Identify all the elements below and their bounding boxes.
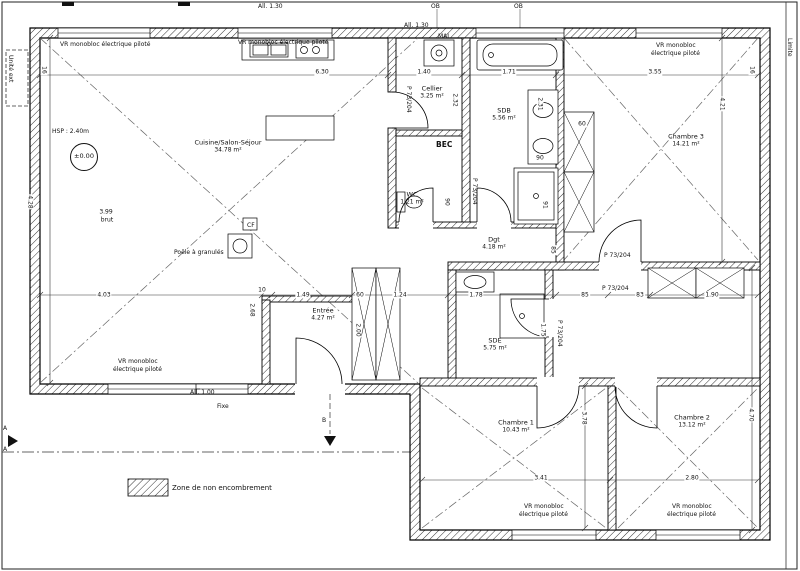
dim-label: 4.03: [96, 291, 112, 299]
dim-label: 2.80: [684, 474, 700, 482]
dim-label: 85: [580, 291, 590, 299]
dim-label: 60: [577, 120, 587, 128]
property-lines: [2, 2, 787, 569]
vr-note: électrique piloté: [113, 366, 162, 373]
fixtures: [227, 39, 564, 339]
flue-box: [242, 217, 258, 231]
section-b-arrow: [324, 436, 336, 446]
limite-label: Limite: [786, 38, 793, 57]
vr-note: VR monobloc: [118, 358, 158, 365]
vr-note: VR monobloc électrique piloté: [238, 39, 329, 46]
allege-note: All. 1.30: [258, 3, 283, 10]
section-a-arrow: [8, 435, 18, 447]
dim-label: 1.40: [416, 68, 432, 76]
frame-marks: [62, 2, 190, 6]
vr-note: VR monobloc: [672, 503, 712, 510]
door-openings: [295, 221, 657, 395]
vr-note: électrique piloté: [667, 511, 716, 518]
level-label: ±0.00: [70, 143, 98, 171]
section-a-label: A: [3, 446, 8, 453]
windows: [57, 27, 741, 541]
dim-label: 3.55: [647, 68, 663, 76]
exterior-unit-box: [5, 49, 29, 107]
dim-label: 1.71: [501, 68, 517, 76]
ob-note: OB: [514, 3, 523, 10]
vr-note: VR monobloc: [524, 503, 564, 510]
legend-swatch: [127, 478, 169, 497]
cf-label: CF: [247, 222, 255, 229]
dim-label: 60: [355, 291, 365, 299]
dim-label: 1.78: [468, 291, 484, 299]
section-markers: [8, 394, 336, 447]
dim-label: 3.99: [98, 208, 114, 216]
dim-label: 1.24: [392, 291, 408, 299]
dim-label: 1.90: [704, 291, 720, 299]
fixe-label: Fixe: [217, 403, 229, 410]
toilet-bowl: [405, 195, 423, 209]
dim-label: 83: [635, 291, 645, 299]
dim-label: 1.49: [295, 291, 311, 299]
legend-label: Zone de non encombrement: [172, 484, 272, 492]
vr-note: électrique piloté: [519, 511, 568, 518]
outer-walls: [29, 27, 771, 541]
section-b-label: B: [322, 417, 327, 424]
door-spec: P 73/204: [405, 86, 412, 113]
poele-label: Poêle à granulés: [174, 249, 224, 256]
dim-label: brut: [99, 216, 115, 224]
door-spec: P 73/204: [602, 285, 629, 292]
hsp-label: HSP : 2.40m: [52, 128, 89, 135]
door-spec: P 73/204: [471, 178, 478, 205]
allege-note: All. 1.30: [404, 22, 429, 29]
ob-note: OB: [431, 3, 440, 10]
allege-note: All. 1.00: [190, 389, 215, 396]
bec-label: BEC: [436, 140, 453, 149]
shower-sde: [499, 293, 545, 339]
vr-note: électrique piloté: [651, 50, 700, 57]
unite-ext-label: Unité ext: [7, 55, 14, 83]
vr-note: VR monobloc électrique piloté: [60, 41, 151, 48]
vr-note: VR monobloc: [656, 42, 696, 49]
washer-note: MAL: [438, 33, 451, 40]
cooktop: [295, 41, 329, 59]
dim-label: 6.30: [314, 68, 330, 76]
door-spec: P 73/204: [604, 252, 631, 259]
door-spec: P 73/204: [556, 320, 563, 347]
dim-label: 3.41: [533, 474, 549, 482]
dim-label: 90: [535, 154, 545, 162]
diagonal-lines: [39, 37, 759, 529]
closets: [351, 111, 745, 381]
section-a-label: A: [3, 425, 8, 432]
dim-label: 10: [257, 286, 267, 294]
door-swings: [295, 91, 658, 429]
kitchen-island: [265, 115, 335, 141]
